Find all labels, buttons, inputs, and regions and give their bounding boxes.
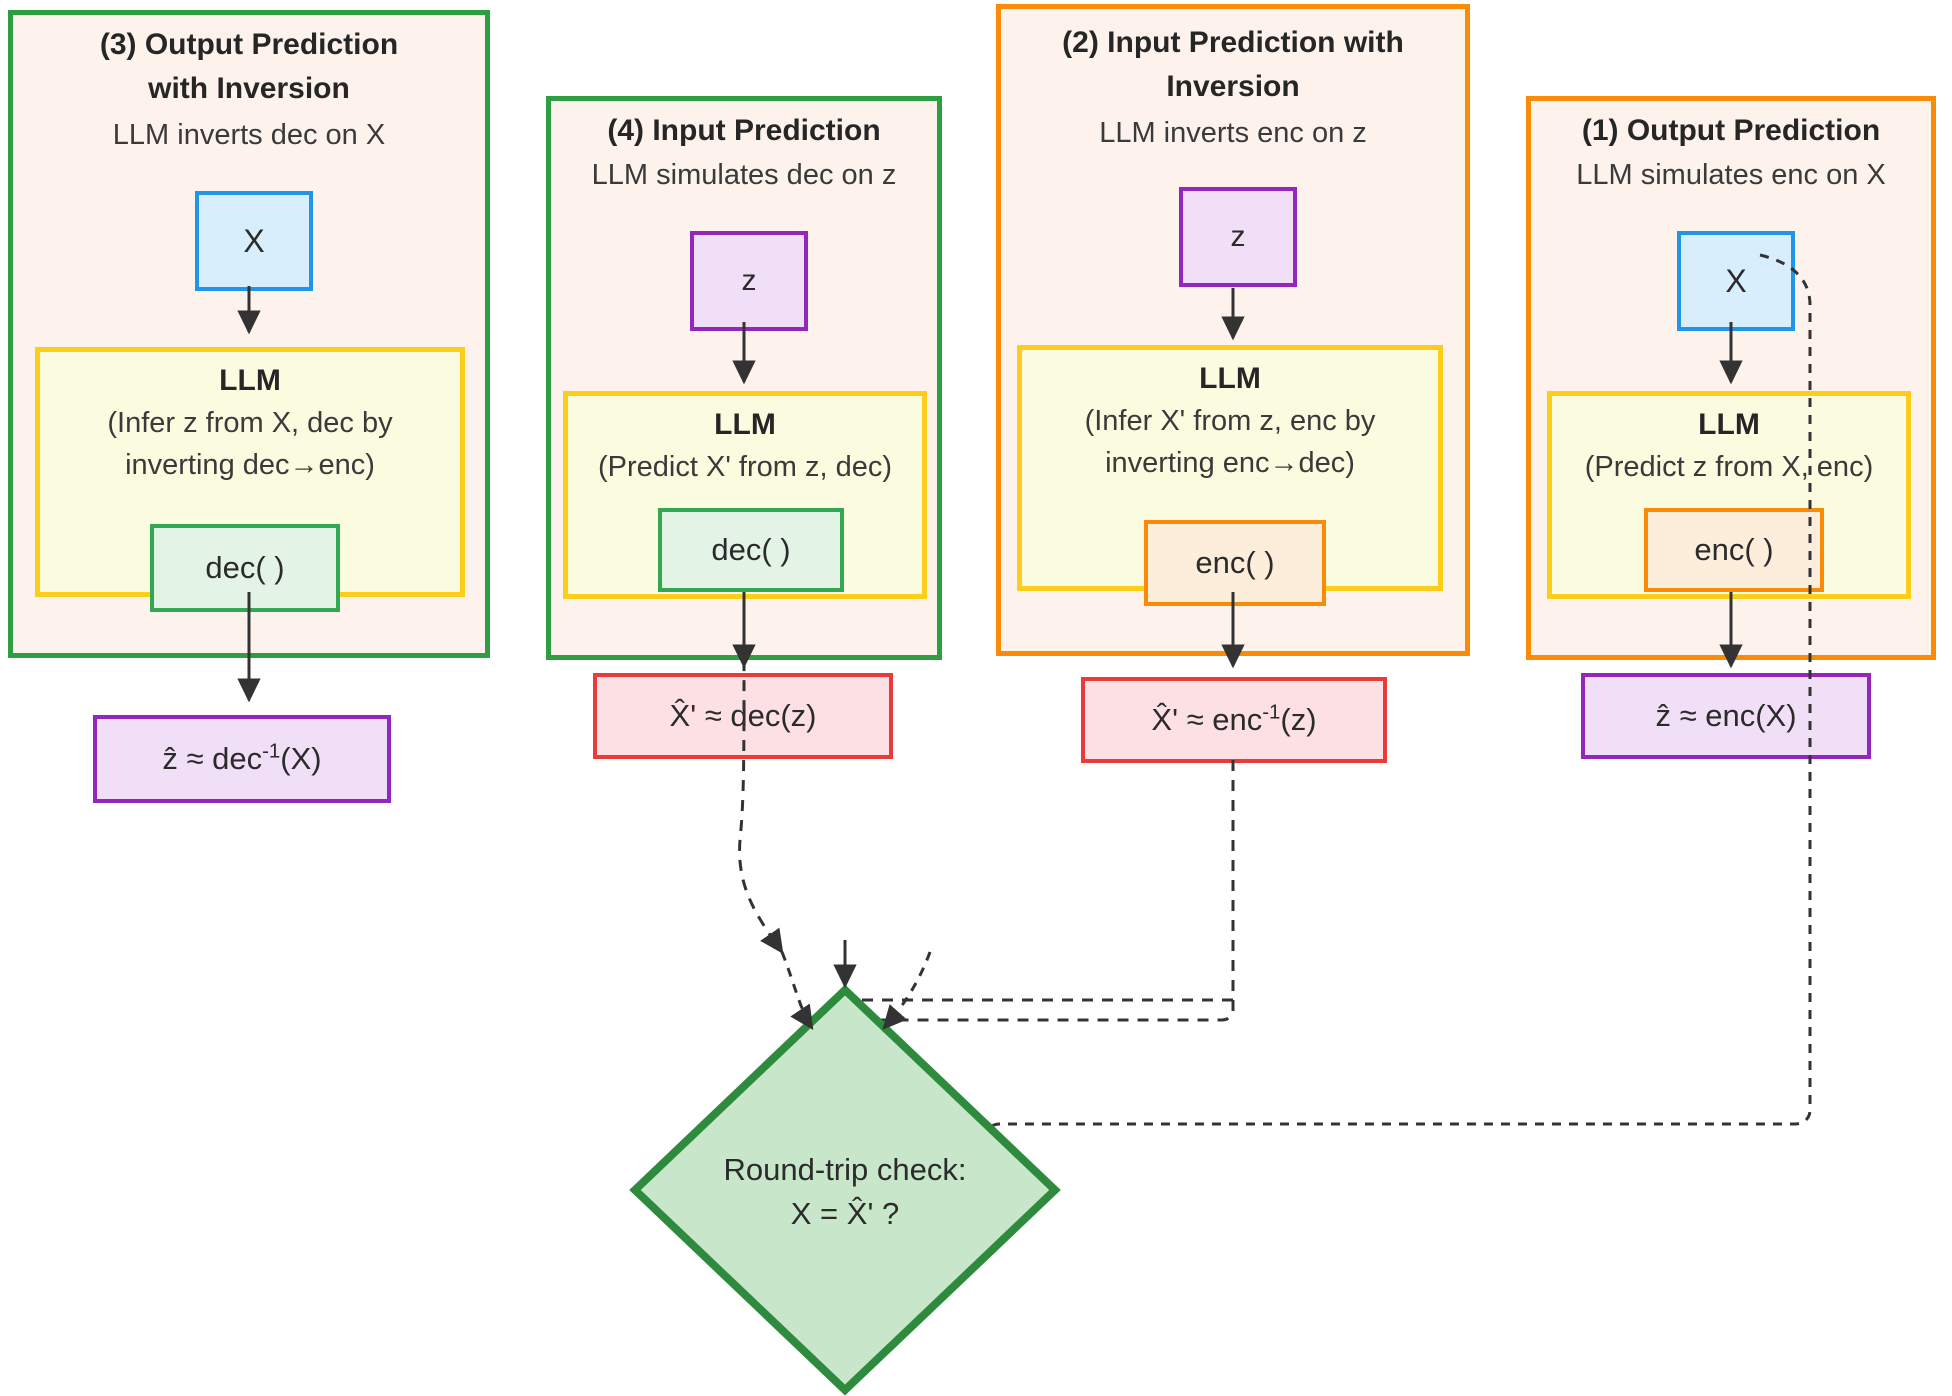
panel-3-output-label: ẑ ≈ dec-1(X) (162, 739, 322, 776)
panel-3-title: (3) Output Prediction (99, 28, 399, 61)
panel-1-output-label: ẑ ≈ enc(X) (1655, 698, 1797, 733)
panel-1-llm-box[interactable]: LLM (Predict z from X, enc) enc( ) (1547, 391, 1911, 599)
panel-2-llm-title: LLM (1199, 362, 1261, 395)
panel-2-llm-sub-2: inverting enc→dec) (1105, 447, 1355, 479)
arrowhead-decision-right (882, 951, 932, 1030)
panel-input-prediction: (4) Input Prediction LLM simulates dec o… (546, 96, 942, 759)
connector-panel2-rail (843, 760, 1235, 1062)
panel-1-output-node[interactable]: ẑ ≈ enc(X) (1581, 673, 1871, 759)
panel-1-fn-node-enc[interactable]: enc( ) (1644, 508, 1824, 592)
panel-3-llm-sub-2: inverting dec→enc) (125, 449, 375, 481)
panel-2-title-line2: Inversion (1166, 70, 1300, 103)
panel-4-llm-title: LLM (714, 408, 776, 441)
panel-2-title: (2) Input Prediction with (1062, 26, 1404, 59)
panel-2-subtitle: LLM inverts enc on z (1099, 117, 1367, 149)
panel-1-input-label: X (1725, 262, 1747, 299)
panel-3-llm-sub-1: (Infer z from X, dec by (107, 407, 393, 439)
panel-2-input-node-z[interactable]: z (1179, 187, 1297, 287)
panel-2-fn-node-enc[interactable]: enc( ) (1144, 520, 1326, 606)
panel-4-input-label: z (741, 264, 757, 297)
decision-line1: Round-trip check: (723, 1152, 967, 1187)
panel-4-input-node-z[interactable]: z (690, 231, 808, 331)
panel-3-llm-title: LLM (219, 364, 281, 397)
panel-4-output-node[interactable]: X̂' ≈ dec(z) (593, 673, 893, 759)
panel-4-llm-sub-1: (Predict X' from z, dec) (598, 451, 892, 483)
panel-3-title-line2: with Inversion (148, 72, 350, 105)
panel-2-fn-label: enc( ) (1195, 545, 1275, 580)
panel-2-llm-box[interactable]: LLM (Infer X' from z, enc by inverting e… (1017, 345, 1443, 606)
panel-4-fn-node-dec[interactable]: dec( ) (658, 508, 844, 592)
panel-3-input-node-x[interactable]: X (195, 191, 313, 291)
panel-4-title: (4) Input Prediction (607, 114, 881, 147)
panel-3-subtitle: LLM inverts dec on X (112, 119, 386, 151)
panel-2-output-node[interactable]: X̂' ≈ enc-1(z) (1081, 677, 1387, 763)
panel-4-llm-box[interactable]: LLM (Predict X' from z, dec) dec( ) (563, 391, 927, 599)
panel-1-llm-sub-1: (Predict z from X, enc) (1584, 451, 1874, 483)
panel-3-fn-node-dec[interactable]: dec( ) (150, 524, 340, 612)
panel-output-prediction: (1) Output Prediction LLM simulates enc … (1526, 96, 1936, 759)
panel-3-output-node[interactable]: ẑ ≈ dec-1(X) (93, 715, 391, 803)
panel-1-llm-title: LLM (1698, 408, 1760, 441)
panel-2-input-label: z (1230, 220, 1246, 253)
panel-3-fn-label: dec( ) (205, 550, 285, 585)
panel-3-input-label: X (243, 222, 265, 259)
connector-panel2-to-decision (838, 760, 1235, 1028)
panel-4-output-label: X̂' ≈ dec(z) (669, 698, 817, 733)
decision-line2: X = X̂' ? (790, 1196, 900, 1231)
arrowhead-decision-left (780, 951, 814, 1030)
panel-1-fn-label: enc( ) (1694, 532, 1774, 567)
panel-4-subtitle: LLM simulates dec on z (591, 159, 897, 191)
panel-1-input-node-x[interactable]: X (1677, 231, 1795, 331)
panel-3-llm-box[interactable]: LLM (Infer z from X, dec by inverting de… (35, 347, 465, 612)
panel-1-title: (1) Output Prediction (1581, 114, 1881, 147)
panel-input-prediction-with-inversion: (2) Input Prediction with Inversion LLM … (996, 4, 1470, 763)
panel-output-prediction-with-inversion: (3) Output Prediction with Inversion LLM… (8, 10, 490, 803)
panel-2-llm-sub-1: (Infer X' from z, enc by (1084, 405, 1376, 437)
panel-2-output-label: X̂' ≈ enc-1(z) (1151, 700, 1317, 737)
panel-1-subtitle: LLM simulates enc on X (1576, 159, 1886, 191)
decision-text-wrap: Round-trip check: X = X̂' ? (680, 1148, 1010, 1258)
panel-4-fn-label: dec( ) (711, 532, 791, 567)
